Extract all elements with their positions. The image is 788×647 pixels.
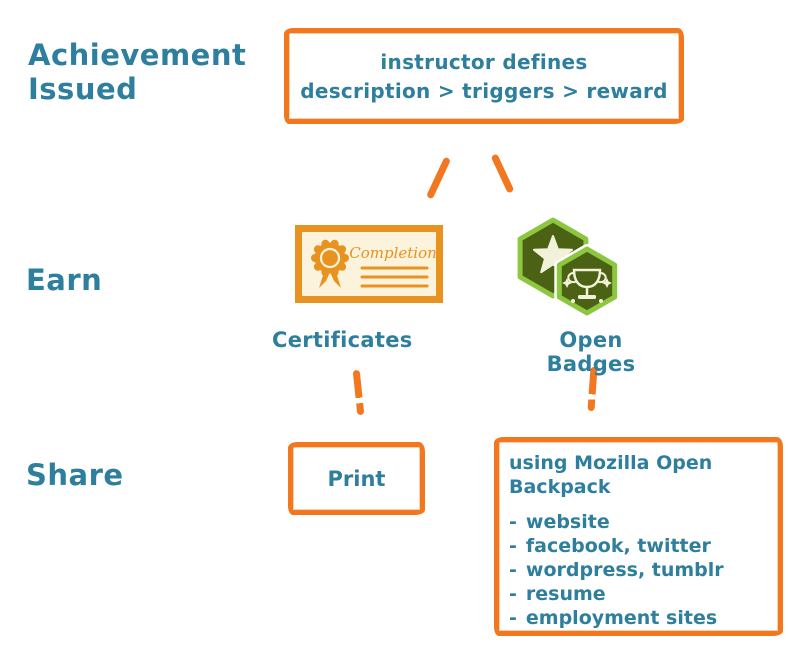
backpack-share-list: -website -facebook, twitter -wordpress, … <box>509 510 768 630</box>
list-item-text: wordpress, tumblr <box>525 559 724 581</box>
list-item: -resume <box>509 582 768 606</box>
seal-ribbon-right <box>330 269 341 288</box>
list-item: -employment sites <box>509 606 768 630</box>
list-item-text: website <box>525 511 610 533</box>
list-bullet: - <box>509 607 517 629</box>
seal-ribbon-left <box>319 269 330 288</box>
connector-dash-certificates-to-print <box>352 369 365 416</box>
definition-line-1: instructor defines <box>380 49 588 74</box>
stage-label-share: Share <box>26 458 124 492</box>
certificate-icon: Completion <box>295 225 443 303</box>
definition-line-2: description > triggers > reward <box>300 78 668 103</box>
trophy-glyph <box>567 268 607 296</box>
backpack-heading: using Mozilla Open Backpack <box>509 452 713 498</box>
list-bullet: - <box>509 583 517 605</box>
connector-dash-box-to-badges <box>490 153 515 194</box>
list-item-text: facebook, twitter <box>525 535 711 557</box>
certificate-text-lines <box>360 266 429 288</box>
stage-label-earn: Earn <box>26 263 103 297</box>
list-item: -website <box>509 510 768 534</box>
list-item-text: resume <box>525 583 606 605</box>
certificates-label: Certificates <box>272 328 413 352</box>
certificate-completion-text: Completion <box>349 244 437 262</box>
trophy-sparkles <box>562 278 612 303</box>
print-box: Print <box>288 442 425 515</box>
list-bullet: - <box>509 511 517 533</box>
stage-label-achievement-issued: Achievement Issued <box>28 38 247 106</box>
instructor-defines-box: instructor defines description > trigger… <box>284 28 684 124</box>
backpack-box: using Mozilla Open Backpack -website -fa… <box>494 437 783 636</box>
list-item: -wordpress, tumblr <box>509 558 768 582</box>
list-item: -facebook, twitter <box>509 534 768 558</box>
certificate-seal-icon <box>311 239 349 288</box>
list-item-text: employment sites <box>525 607 718 629</box>
open-badges-label: Open Badges <box>546 328 636 376</box>
star-glyph <box>533 235 573 274</box>
connector-dash-box-to-certificates <box>426 156 451 200</box>
list-bullet: - <box>509 535 517 557</box>
trophy-badge-icon <box>554 244 620 316</box>
open-badges-icon <box>517 217 620 316</box>
print-label: Print <box>327 466 386 491</box>
list-bullet: - <box>509 559 517 581</box>
